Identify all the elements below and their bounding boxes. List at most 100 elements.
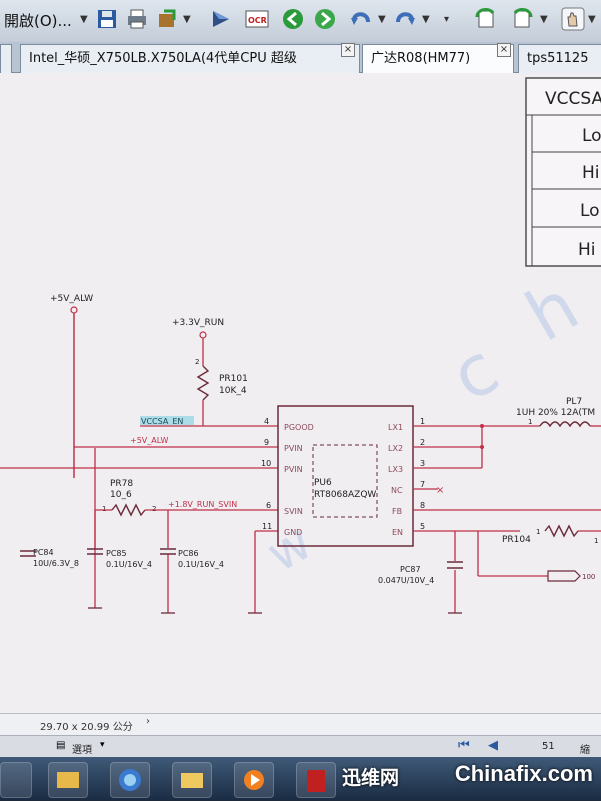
pc84-value: 10U/6.3V_8	[33, 559, 79, 568]
resistor-pr101	[196, 365, 210, 401]
explorer-icon[interactable]	[48, 762, 88, 798]
close-icon[interactable]: ×	[341, 43, 355, 57]
chevron-right-icon[interactable]: ›	[146, 716, 150, 727]
svg-text:h: h	[513, 265, 592, 358]
tab-label: 广达R08(HM77)	[371, 51, 471, 66]
pin-number: 6	[266, 501, 271, 510]
pc85-ref: PC85	[106, 549, 127, 558]
toolbar: 開啟(O)... ▼ ▼ OCR ▼ ▼ ▾ ▼ ▼	[0, 0, 601, 43]
more-icon[interactable]: ▾	[444, 14, 450, 25]
table-cell: Hi	[578, 240, 596, 260]
pin-number: 3	[420, 459, 425, 468]
open-menu[interactable]: 開啟(O)...	[4, 12, 72, 30]
net-label-3v3-run: +3.3V_RUN	[172, 318, 224, 328]
send-icon[interactable]	[208, 6, 234, 32]
pr101-value: 10K_4	[219, 386, 247, 396]
pin-number: 1	[102, 505, 106, 513]
chevron-down-icon[interactable]: ▼	[378, 14, 386, 25]
page-number[interactable]: 51	[542, 741, 555, 752]
rotate-left-icon[interactable]	[474, 6, 500, 32]
no-connect-icon: ×	[436, 485, 444, 496]
inductor-pl7	[539, 421, 591, 428]
hand-tool-icon[interactable]	[560, 6, 586, 32]
pc87-ref: PC87	[400, 565, 421, 574]
table-cell: Lo	[582, 126, 601, 146]
pin-number: 1	[536, 528, 540, 536]
pc85-value: 0.1U/16V_4	[106, 560, 152, 569]
schematic-diagram: c h w VCCSA Lo Hi Lo Hi +5V_ALW +3.3V_RU…	[0, 77, 601, 614]
chevron-down-icon[interactable]: ▼	[183, 14, 191, 25]
pin-number: 8	[420, 501, 425, 510]
resistor-pr104	[544, 524, 579, 538]
options-icon[interactable]: ▤	[56, 740, 66, 751]
save-icon[interactable]	[94, 6, 120, 32]
pdf-reader-icon[interactable]	[296, 762, 336, 798]
zoom-label[interactable]: 縮	[580, 745, 590, 756]
page-size-readout: 29.70 x 20.99 公分	[40, 722, 133, 733]
net-label-vccsa-en: VCCSA_EN	[141, 417, 183, 426]
svg-text:c: c	[438, 327, 512, 417]
pin-number: 2	[195, 358, 199, 366]
pin-name: LX2	[388, 444, 403, 453]
offpage-label: 100	[582, 573, 595, 581]
pin-number: 10	[261, 459, 271, 468]
rotate-right-icon[interactable]	[508, 6, 534, 32]
pin-name: PVIN	[284, 465, 303, 474]
pl7-ref: PL7	[566, 397, 582, 407]
offpage-connector	[547, 570, 581, 582]
start-button[interactable]	[0, 762, 32, 798]
media-player-icon[interactable]	[234, 762, 274, 798]
chevron-down-icon[interactable]: ▾	[100, 740, 105, 750]
chevron-down-icon[interactable]: ▼	[422, 14, 430, 25]
capacitor-pc87	[447, 561, 463, 569]
ocr-icon[interactable]: OCR	[244, 6, 270, 32]
pin-name: SVIN	[284, 507, 303, 516]
pin-number: 4	[264, 417, 269, 426]
pr101-ref: PR101	[219, 374, 248, 384]
net-label-5v-alw: +5V_ALW	[50, 294, 93, 304]
chevron-down-icon[interactable]: ▼	[588, 14, 596, 25]
print-icon[interactable]	[124, 6, 150, 32]
taskbar: 迅维网 Chinafix.com	[0, 757, 601, 800]
redo-icon[interactable]	[392, 6, 418, 32]
capacitor-pc86	[160, 548, 176, 555]
document-canvas[interactable]: c h w VCCSA Lo Hi Lo Hi +5V_ALW +3.3V_RU…	[0, 73, 601, 713]
back-arrow-icon[interactable]	[280, 6, 306, 32]
close-icon[interactable]: ×	[497, 43, 511, 57]
pin-number: 7	[420, 480, 425, 489]
svg-text:OCR: OCR	[248, 16, 267, 25]
vccsa-table: VCCSA Lo Hi Lo Hi	[525, 77, 601, 267]
net-label-1v8-run-svin: +1.8V_RUN_SVIN	[168, 500, 237, 509]
pin-number: 1	[594, 537, 598, 545]
options-label[interactable]: 選項	[72, 745, 92, 756]
tab-overflow[interactable]	[0, 44, 12, 73]
pin-number: 1	[420, 417, 425, 426]
first-page-icon[interactable]: ⏮	[458, 738, 470, 753]
tab-asus-x750[interactable]: Intel_华硕_X750LB.X750LA(4代单CPU 超级	[20, 44, 360, 73]
pin-number: 11	[262, 522, 272, 531]
pl7-value: 1UH 20% 12A(TM	[516, 408, 595, 418]
document-tab-bar: Intel_华硕_X750LB.X750LA(4代单CPU 超级 × 广达R08…	[0, 42, 601, 74]
pin-number: 9	[264, 438, 269, 447]
ic-ref: PU6	[314, 478, 332, 488]
pin-number: 5	[420, 522, 425, 531]
undo-icon[interactable]	[348, 6, 374, 32]
chevron-down-icon[interactable]: ▼	[80, 14, 88, 25]
pin-number: 1	[528, 418, 532, 426]
pin-name: EN	[392, 528, 403, 537]
table-cell: Lo	[580, 201, 600, 221]
pr78-ref: PR78	[110, 479, 133, 489]
watermark-brand-cn: 迅维网	[342, 767, 400, 789]
browser-icon[interactable]	[110, 762, 150, 798]
tab-tps51125[interactable]: tps51125	[518, 44, 601, 73]
chevron-down-icon[interactable]: ▼	[540, 14, 548, 25]
pin-name: FB	[392, 507, 402, 516]
prev-page-icon[interactable]: ◀	[488, 738, 498, 753]
pin-name: GND	[284, 528, 302, 537]
export-icon[interactable]	[154, 6, 180, 32]
tab-label: tps51125	[527, 51, 589, 66]
forward-arrow-icon[interactable]	[312, 6, 338, 32]
net-label-5v-alw-2: +5V_ALW	[130, 436, 168, 445]
folder-icon[interactable]	[172, 762, 212, 798]
tab-quanta-r08[interactable]: 广达R08(HM77)	[362, 44, 514, 74]
